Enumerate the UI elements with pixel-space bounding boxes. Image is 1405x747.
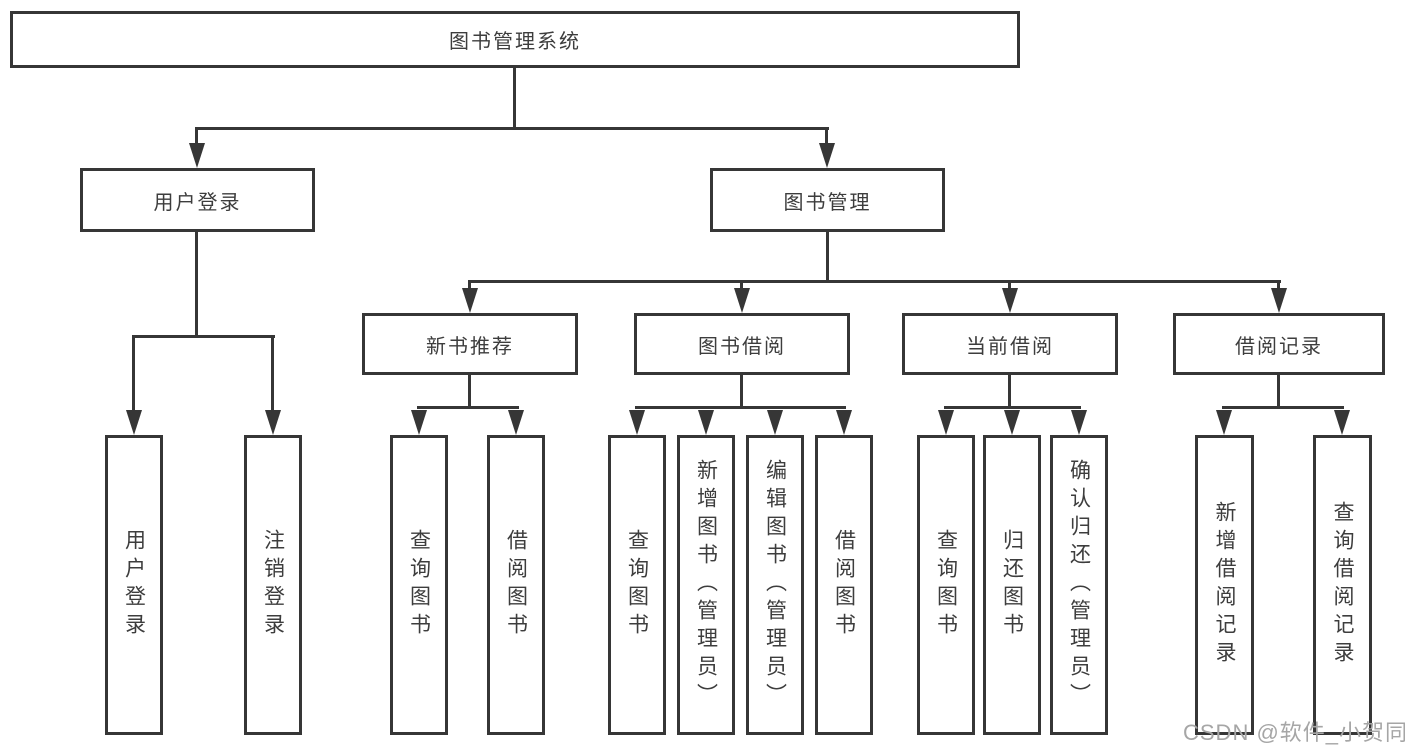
- node-leaf-return-book: 归还图书: [983, 435, 1041, 735]
- connector-book-mgmt-drop-2: [740, 280, 743, 292]
- node-leaf-query-books-current: 查询图书: [917, 435, 975, 735]
- node-leaf-user-login: 用户登录: [105, 435, 163, 735]
- arrowhead-borrow-books-recommend-icon: [508, 410, 524, 435]
- arrowhead-new-book-recommend-icon: [462, 288, 478, 313]
- node-leaf-query-books-borrow-label: 查询图书: [625, 529, 649, 641]
- node-new-book-recommend: 新书推荐: [362, 313, 578, 375]
- connector-book-mgmt-hbar: [468, 280, 1281, 283]
- node-user-login: 用户登录: [80, 168, 315, 232]
- node-leaf-query-books-current-label: 查询图书: [934, 529, 958, 641]
- node-current-borrow-label: 当前借阅: [966, 335, 1054, 358]
- arrowhead-query-books-recommend-icon: [411, 410, 427, 435]
- node-current-borrow: 当前借阅: [902, 313, 1118, 375]
- connector-user-login-drop-2: [271, 335, 274, 412]
- arrowhead-book-borrow-icon: [734, 288, 750, 313]
- node-leaf-logout: 注销登录: [244, 435, 302, 735]
- connector-root-hbar: [195, 127, 829, 130]
- node-leaf-user-login-label: 用户登录: [122, 529, 146, 641]
- connector-recommend-trunk: [468, 375, 471, 409]
- connector-book-mgmt-trunk: [826, 232, 829, 283]
- arrowhead-query-borrow-record-icon: [1334, 410, 1350, 435]
- node-book-management: 图书管理: [710, 168, 945, 232]
- connector-user-login-hbar: [132, 335, 275, 338]
- node-root-label: 图书管理系统: [449, 31, 581, 53]
- node-borrow-records-label: 借阅记录: [1235, 335, 1323, 358]
- arrowhead-user-login-icon: [189, 143, 205, 168]
- node-leaf-query-borrow-record: 查询借阅记录: [1313, 435, 1372, 735]
- arrowhead-borrow-records-icon: [1271, 288, 1287, 313]
- node-borrow-records: 借阅记录: [1173, 313, 1385, 375]
- connector-root-drop-right: [825, 127, 828, 145]
- connector-borrow-trunk: [740, 375, 743, 409]
- node-new-book-recommend-label: 新书推荐: [426, 335, 514, 358]
- node-book-borrow-label: 图书借阅: [698, 335, 786, 358]
- arrowhead-edit-book-admin-icon: [767, 410, 783, 435]
- connector-records-trunk: [1277, 375, 1280, 409]
- node-leaf-confirm-return-admin-label: 确认归还（管理员）: [1067, 459, 1091, 711]
- connector-root-drop-left: [195, 127, 198, 145]
- connector-book-mgmt-drop-1: [468, 280, 471, 292]
- arrowhead-return-book-icon: [1004, 410, 1020, 435]
- node-leaf-query-books-recommend: 查询图书: [390, 435, 448, 735]
- node-user-login-label: 用户登录: [153, 191, 242, 214]
- node-leaf-confirm-return-admin: 确认归还（管理员）: [1050, 435, 1108, 735]
- node-leaf-borrow-books-borrow-label: 借阅图书: [832, 529, 856, 641]
- arrowhead-query-books-borrow-icon: [629, 410, 645, 435]
- node-leaf-edit-book-admin-label: 编辑图书（管理员）: [763, 459, 787, 711]
- node-leaf-query-books-borrow: 查询图书: [608, 435, 666, 735]
- connector-records-hbar: [1222, 406, 1344, 409]
- arrowhead-query-books-current-icon: [938, 410, 954, 435]
- node-leaf-logout-label: 注销登录: [261, 529, 285, 641]
- node-leaf-query-books-recommend-label: 查询图书: [407, 529, 431, 641]
- arrowhead-confirm-return-admin-icon: [1071, 410, 1087, 435]
- connector-book-mgmt-drop-4: [1277, 280, 1280, 292]
- node-leaf-borrow-books-recommend: 借阅图书: [487, 435, 545, 735]
- arrowhead-borrow-books-borrow-icon: [836, 410, 852, 435]
- connector-current-trunk: [1008, 375, 1011, 409]
- node-leaf-add-book-admin: 新增图书（管理员）: [677, 435, 735, 735]
- arrowhead-current-borrow-icon: [1002, 288, 1018, 313]
- connector-user-login-drop-1: [132, 335, 135, 412]
- node-book-borrow: 图书借阅: [634, 313, 850, 375]
- connector-book-mgmt-drop-3: [1008, 280, 1011, 292]
- node-leaf-borrow-books-recommend-label: 借阅图书: [504, 529, 528, 641]
- node-leaf-add-borrow-record: 新增借阅记录: [1195, 435, 1254, 735]
- node-leaf-return-book-label: 归还图书: [1000, 529, 1024, 641]
- connector-recommend-hbar: [417, 406, 519, 409]
- csdn-watermark: CSDN @软件_小贺同学: [1183, 720, 1405, 745]
- connector-user-login-trunk: [195, 232, 198, 338]
- arrowhead-add-borrow-record-icon: [1216, 410, 1232, 435]
- node-leaf-query-borrow-record-label: 查询借阅记录: [1331, 501, 1354, 669]
- node-leaf-add-borrow-record-label: 新增借阅记录: [1213, 501, 1236, 669]
- node-leaf-add-book-admin-label: 新增图书（管理员）: [694, 459, 718, 711]
- connector-borrow-hbar: [635, 406, 846, 409]
- connector-current-hbar: [944, 406, 1081, 409]
- connector-root-trunk: [513, 68, 516, 130]
- arrowhead-add-book-admin-icon: [698, 410, 714, 435]
- arrowhead-leaf-user-login-icon: [126, 410, 142, 435]
- node-root: 图书管理系统: [10, 11, 1020, 68]
- arrowhead-book-management-icon: [819, 143, 835, 168]
- arrowhead-leaf-logout-icon: [265, 410, 281, 435]
- node-leaf-borrow-books-borrow: 借阅图书: [815, 435, 873, 735]
- node-book-management-label: 图书管理: [783, 191, 872, 214]
- node-leaf-edit-book-admin: 编辑图书（管理员）: [746, 435, 804, 735]
